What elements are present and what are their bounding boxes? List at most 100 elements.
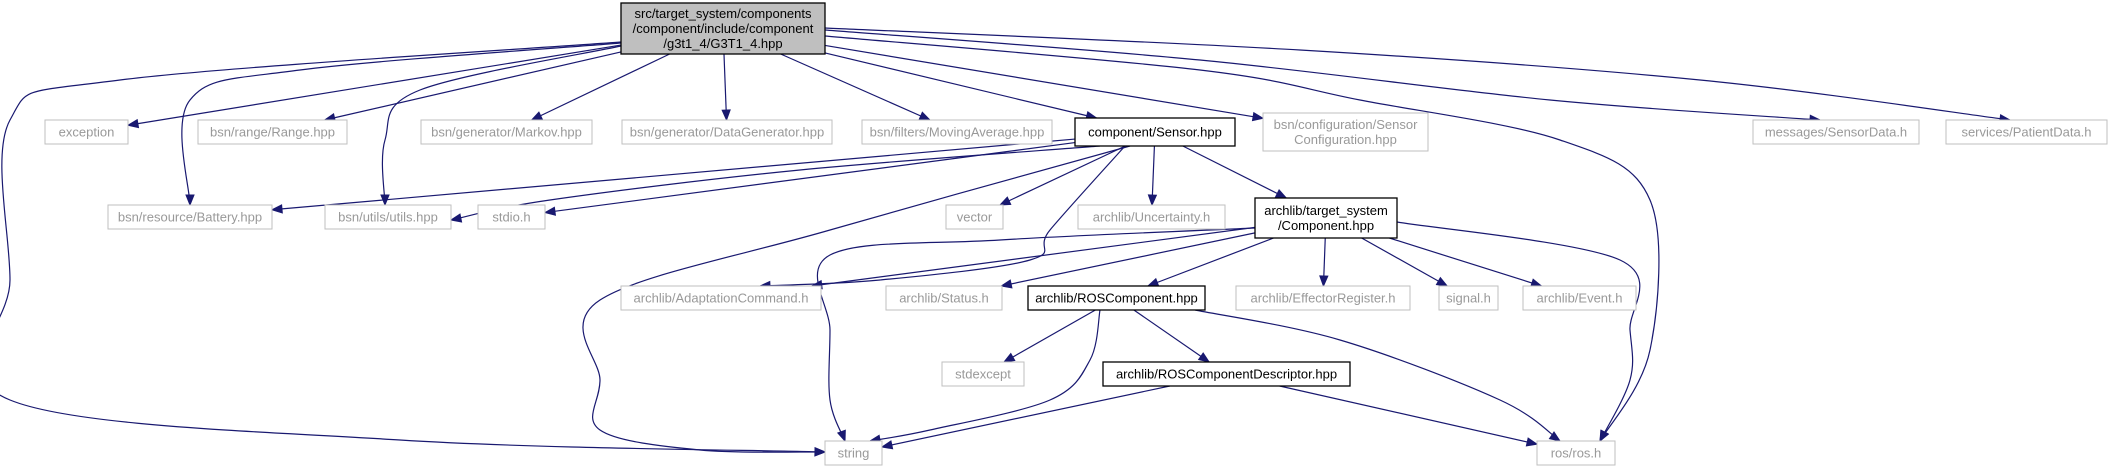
node-box-vector [945, 204, 1004, 230]
node-signal: signal.h [1438, 285, 1499, 311]
arrowhead-componenthpp-to-rosh [1599, 429, 1609, 443]
node-box-status [885, 285, 1003, 311]
arrowhead-sensor-to-battery [270, 204, 283, 214]
node-vector: vector [945, 204, 1004, 230]
node-box-effector [1235, 285, 1411, 311]
edge-sensor-to-battery [271, 138, 1076, 211]
node-label-rosh-0: ros/ros.h [1551, 446, 1602, 461]
node-event: archlib/Event.h [1522, 285, 1637, 311]
edge-sensor-to-adaptcmd [759, 145, 1126, 287]
node-label-roscomp-0: archlib/ROSComponent.hpp [1035, 291, 1198, 306]
node-box-string [824, 440, 883, 466]
edge-componenthpp-to-roscomp [1147, 237, 1274, 287]
arrowhead-g3t1_4-to-exception [126, 118, 140, 129]
arrowhead-componenthpp-to-status [999, 279, 1013, 289]
node-label-componenthpp-0: archlib/target_system [1264, 203, 1388, 218]
node-battery: bsn/resource/Battery.hpp [107, 204, 273, 230]
node-label-roscompdesc-0: archlib/ROSComponentDescriptor.hpp [1116, 367, 1337, 382]
edge-g3t1_4-to-exception [127, 44, 622, 126]
edge-g3t1_4-to-sensorconf [824, 44, 1264, 119]
node-box-event [1522, 285, 1637, 311]
node-stdexcept: stdexcept [941, 361, 1025, 387]
edge-roscompdesc-to-string [881, 385, 1170, 448]
arrowhead-g3t1_4-to-movavg [918, 111, 932, 121]
node-label-vector-0: vector [957, 210, 993, 225]
edge-roscomp-to-string [869, 309, 1101, 442]
node-box-g3t1_4 [620, 2, 826, 55]
arrowhead-componenthpp-to-roscomp [1146, 277, 1160, 287]
node-label-battery-0: bsn/resource/Battery.hpp [118, 210, 262, 225]
node-label-markov-0: bsn/generator/Markov.hpp [431, 125, 582, 140]
node-movavg: bsn/filters/MovingAverage.hpp [861, 119, 1053, 145]
edge-roscomp-to-rosh [1194, 309, 1561, 442]
edge-roscompdesc-to-rosh [1279, 385, 1538, 445]
arrowhead-g3t1_4-to-battery [185, 194, 195, 207]
edge-g3t1_4-to-string [0, 41, 826, 453]
arrowhead-componenthpp-to-effector [1319, 275, 1329, 288]
node-label-componenthpp-1: /Component.hpp [1278, 218, 1374, 233]
node-label-sensorconf-1: Configuration.hpp [1294, 132, 1397, 147]
node-rosh: ros/ros.h [1536, 440, 1616, 466]
arrowhead-roscomp-to-stdexcept [1002, 352, 1016, 363]
arrowhead-roscompdesc-to-rosh [1525, 437, 1539, 447]
node-uncertainty: archlib/Uncertainty.h [1077, 204, 1226, 230]
node-roscomp[interactable]: archlib/ROSComponent.hpp [1027, 285, 1206, 311]
node-stdio: stdio.h [477, 204, 546, 230]
arrowhead-sensor-to-string [814, 447, 827, 457]
node-label-event-0: archlib/Event.h [1537, 291, 1623, 306]
node-g3t1_4[interactable]: src/target_system/components/component/i… [620, 2, 826, 55]
node-label-string-0: string [838, 446, 870, 461]
edge-g3t1_4-to-datagen [723, 53, 728, 121]
node-patientdata: services/PatientData.h [1945, 119, 2108, 145]
node-label-sensorconf-0: bsn/configuration/Sensor [1274, 117, 1418, 132]
edge-g3t1_4-to-movavg [780, 53, 931, 121]
arrowhead-sensor-to-utils [449, 213, 463, 223]
node-box-markov [420, 119, 593, 145]
edge-componenthpp-to-string [816, 227, 1256, 442]
node-box-movavg [861, 119, 1053, 145]
node-box-range [197, 119, 348, 145]
node-label-datagen-0: bsn/generator/DataGenerator.hpp [630, 125, 824, 140]
arrowhead-componenthpp-to-signal [1435, 276, 1449, 287]
node-utils: bsn/utils/utils.hpp [324, 204, 452, 230]
node-box-utils [324, 204, 452, 230]
node-box-sensor [1074, 117, 1236, 147]
node-roscompdesc[interactable]: archlib/ROSComponentDescriptor.hpp [1102, 361, 1351, 387]
node-label-movavg-0: bsn/filters/MovingAverage.hpp [870, 125, 1045, 140]
edge-g3t1_4-to-rosh [824, 35, 1660, 442]
edge-g3t1_4-to-patientdata [824, 27, 2011, 121]
edge-sensor-to-string [582, 145, 1131, 453]
node-box-battery [107, 204, 273, 230]
node-label-g3t1_4-1: /component/include/component [633, 21, 814, 36]
node-box-roscompdesc [1102, 361, 1351, 387]
node-label-utils-0: bsn/utils/utils.hpp [338, 210, 438, 225]
edge-componenthpp-to-event [1389, 237, 1542, 287]
arrowhead-roscompdesc-to-string [880, 440, 894, 450]
node-sensor[interactable]: component/Sensor.hpp [1074, 117, 1236, 147]
edges-layer [0, 27, 2012, 457]
node-label-stdexcept-0: stdexcept [955, 367, 1011, 382]
arrowhead-sensor-to-vector [998, 196, 1012, 206]
edge-g3t1_4-to-range [324, 51, 622, 121]
node-range: bsn/range/Range.hpp [197, 119, 348, 145]
node-componenthpp[interactable]: archlib/target_system/Component.hpp [1254, 197, 1398, 239]
arrowhead-sensor-to-stdio [543, 206, 557, 216]
node-box-sensorconf [1262, 112, 1429, 152]
node-label-exception-0: exception [59, 125, 115, 140]
arrowhead-g3t1_4-to-datagen [721, 109, 731, 122]
edge-componenthpp-to-rosh [1396, 221, 1641, 442]
edge-g3t1_4-to-sensor [824, 52, 1097, 119]
node-label-stdio-0: stdio.h [492, 210, 530, 225]
arrowhead-g3t1_4-to-markov [530, 111, 544, 121]
node-box-signal [1438, 285, 1499, 311]
node-label-range-0: bsn/range/Range.hpp [210, 125, 335, 140]
edge-roscomp-to-roscompdesc [1133, 309, 1210, 363]
arrowhead-g3t1_4-to-sensorconf [1251, 111, 1265, 122]
node-box-stdexcept [941, 361, 1025, 387]
node-label-sensordata-0: messages/SensorData.h [1765, 125, 1907, 140]
arrowhead-componenthpp-to-string [836, 429, 846, 443]
node-box-adaptcmd [620, 285, 822, 311]
node-label-effector-0: archlib/EffectorRegister.h [1251, 291, 1396, 306]
edge-sensor-to-componenthpp [1182, 145, 1287, 199]
node-box-componenthpp [1254, 197, 1398, 239]
